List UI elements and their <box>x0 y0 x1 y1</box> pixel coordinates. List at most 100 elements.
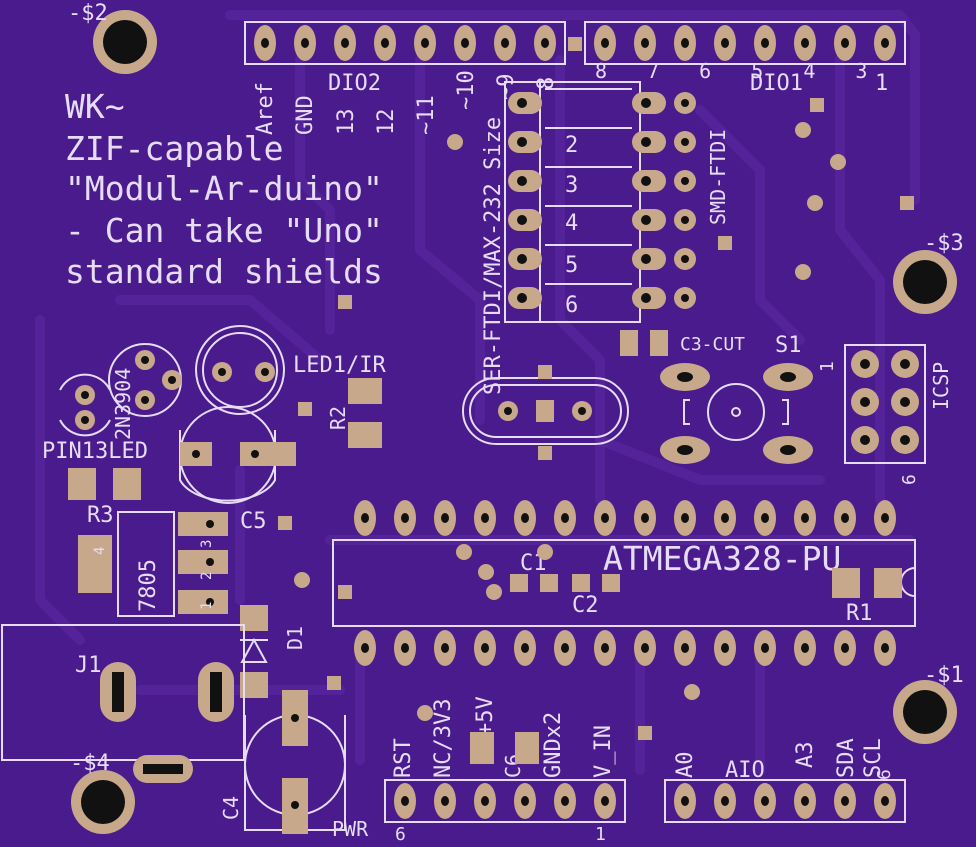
svg-text:"Modul-Ar-duino": "Modul-Ar-duino" <box>65 169 383 208</box>
mounting-hole-tl: -$2 <box>68 1 157 74</box>
pin-drill <box>521 796 529 806</box>
svg-text:ATMEGA328-PU: ATMEGA328-PU <box>603 539 841 578</box>
header-dio1: DIO1 1 8 7 6 5 4 3 <box>584 21 906 96</box>
pin-drill <box>681 513 689 523</box>
pin-drill <box>641 254 651 264</box>
pin-drill <box>361 513 369 523</box>
header-aio: AIO A0 A3 SDA SCL 6 <box>664 738 906 823</box>
pin-drill <box>521 643 529 653</box>
pin-drill <box>381 38 389 48</box>
pin-drill <box>517 98 527 108</box>
pin-drill <box>561 643 569 653</box>
pin-drill <box>517 293 527 303</box>
svg-text:- Can take "Uno": - Can take "Uno" <box>65 211 383 250</box>
pin-drill <box>681 38 689 48</box>
pin-drill <box>801 513 809 523</box>
svg-text:1: 1 <box>199 602 215 610</box>
pin-drill <box>900 435 910 445</box>
svg-text:3: 3 <box>565 173 578 198</box>
regulator-7805: 7805 1 2 3 4 <box>78 511 228 617</box>
pin-drill <box>401 796 409 806</box>
pin-drill <box>801 796 809 806</box>
pin13-led: PIN13LED <box>42 373 148 464</box>
svg-text:2N3904: 2N3904 <box>111 368 135 440</box>
svg-text:R2: R2 <box>326 406 350 430</box>
svg-text:-$2: -$2 <box>68 1 108 26</box>
svg-text:SER-FTDI/MAX-232 Size: SER-FTDI/MAX-232 Size <box>481 117 506 395</box>
pin-drill <box>681 643 689 653</box>
svg-text:SMD-FTDI: SMD-FTDI <box>706 129 730 225</box>
resistor-r2: R2 <box>298 295 382 448</box>
svg-text:WK~: WK~ <box>65 87 125 126</box>
header-dio2: DIO2 <box>244 21 566 96</box>
pin-drill <box>900 359 910 369</box>
svg-text:3: 3 <box>199 540 215 548</box>
svg-text:DIO2: DIO2 <box>328 71 381 96</box>
svg-text:Aref: Aref <box>253 82 278 135</box>
pin-drill <box>601 38 609 48</box>
pin-drill <box>641 176 651 186</box>
svg-text:1: 1 <box>875 71 888 96</box>
svg-text:6: 6 <box>565 293 578 318</box>
svg-text:S1: S1 <box>775 333 802 358</box>
pin-drill <box>441 796 449 806</box>
svg-text:ICSP: ICSP <box>929 362 953 410</box>
transistor-q1: 2N3904 <box>108 343 182 440</box>
pin-drill <box>481 513 489 523</box>
mounting-hole-br: -$1 <box>893 663 964 744</box>
pin-drill <box>541 38 549 48</box>
pin-drill <box>641 643 649 653</box>
pin-drill <box>517 215 527 225</box>
crystal <box>462 365 629 460</box>
led1-ir: LED1/IR <box>195 325 386 415</box>
pin-drill <box>761 643 769 653</box>
svg-text:~10: ~10 <box>454 70 479 110</box>
pin-drill <box>860 359 870 369</box>
mounting-hole-r: -$3 <box>893 231 964 314</box>
svg-text:2: 2 <box>199 572 215 580</box>
pin-drill <box>601 643 609 653</box>
svg-text:C4: C4 <box>219 796 243 820</box>
pin-drill <box>341 38 349 48</box>
svg-text:-$4: -$4 <box>70 751 110 776</box>
pin-drill <box>860 397 870 407</box>
pin-drill <box>761 38 769 48</box>
pin-drill <box>521 513 529 523</box>
jack-j1: J1 <box>1 624 245 783</box>
pin-drill <box>841 38 849 48</box>
pin-drill <box>881 796 889 806</box>
pin-drill <box>481 643 489 653</box>
svg-text:V_IN: V_IN <box>591 725 616 778</box>
pin-drill <box>601 796 609 806</box>
svg-text:5: 5 <box>565 253 578 278</box>
svg-text:LED1/IR: LED1/IR <box>293 353 386 378</box>
svg-text:R3: R3 <box>87 503 114 528</box>
header-pwr: PWR 6 1 RST NC/3V3 +5V C6 GNDx2 V_IN <box>332 684 700 845</box>
svg-text:NC/3V3: NC/3V3 <box>431 699 456 778</box>
pin-drill <box>481 796 489 806</box>
svg-text:A0: A0 <box>673 752 698 779</box>
pin-drill <box>641 513 649 523</box>
svg-text:ZIF-capable: ZIF-capable <box>65 129 284 168</box>
pin-drill <box>681 177 689 185</box>
svg-text:13: 13 <box>334 109 359 136</box>
pin-drill <box>761 513 769 523</box>
pin-drill <box>721 643 729 653</box>
pin-drill <box>301 38 309 48</box>
svg-text:DIO1: DIO1 <box>750 71 803 96</box>
dio2-pin-labels: Aref GND 13 12 ~11 ~10 ~9 8 <box>253 70 559 135</box>
board-title: WK~ ZIF-capable "Modul-Ar-duino" - Can t… <box>65 87 383 291</box>
svg-text:4: 4 <box>92 547 108 555</box>
pin-drill <box>721 38 729 48</box>
svg-text:-$1: -$1 <box>924 663 964 688</box>
pin-drill <box>761 796 769 806</box>
pin-drill <box>517 254 527 264</box>
pin-drill <box>681 138 689 146</box>
svg-text:~11: ~11 <box>414 95 439 135</box>
pin-drill <box>721 796 729 806</box>
pin-drill <box>881 513 889 523</box>
pin-drill <box>401 513 409 523</box>
svg-text:12: 12 <box>374 109 399 136</box>
pin-drill <box>841 513 849 523</box>
pin-drill <box>517 176 527 186</box>
